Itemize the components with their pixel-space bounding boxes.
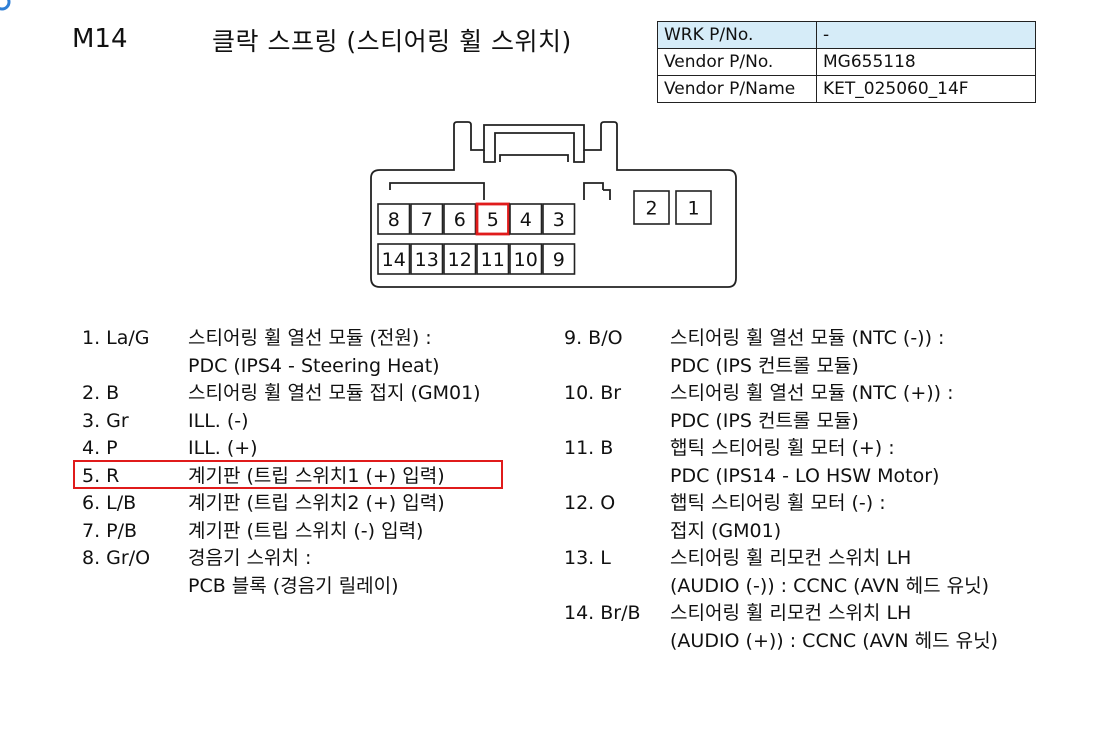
pin-number: 9 (553, 249, 565, 271)
info-key: Vendor P/Name (657, 75, 817, 103)
pin-id: 12. O (564, 492, 616, 514)
pin-cell-box (476, 243, 510, 275)
pin-cell-box (377, 243, 411, 275)
pin-number: 10 (514, 249, 538, 271)
pin-id: 10. Br (564, 382, 622, 404)
pin-description-line: 접지 (GM01) (670, 519, 782, 542)
pin-description-line: PCB 블록 (경음기 릴레이) (188, 574, 399, 597)
pin-cell-3: 3 (542, 203, 576, 235)
pin-id: 11. B (564, 437, 614, 459)
pin-id: 4. P (82, 437, 118, 459)
pin-cell-1: 1 (675, 190, 712, 225)
pin-description-line: (AUDIO (+)) : CCNC (AVN 헤드 유닛) (670, 629, 999, 652)
pin-description-line: 햅틱 스티어링 휠 모터 (-) : (670, 492, 886, 514)
pin-cell-box (509, 243, 543, 275)
pin-id: 8. Gr/O (82, 547, 151, 569)
pin-cell-box (633, 190, 670, 225)
pin-number: 6 (454, 209, 466, 231)
pin-description-line: 스티어링 휠 열선 모듈 (NTC (-)) : (670, 327, 945, 349)
pin-description-line: 경음기 스위치 : (188, 547, 312, 569)
pin-cell-7: 7 (410, 203, 444, 235)
pin-cell-box (542, 243, 576, 275)
pin-number: 3 (553, 209, 565, 231)
pin-cell-9: 9 (542, 243, 576, 275)
pin-description-line: ILL. (-) (188, 409, 249, 432)
pin-number: 1 (687, 198, 699, 220)
pin-id: 1. La/G (82, 327, 150, 349)
pin-id: 6. L/B (82, 492, 137, 514)
pin-id: 14. Br/B (564, 602, 641, 624)
pin-description-line: PDC (IPS 컨트롤 모듈) (670, 409, 859, 432)
pin-number: 8 (388, 209, 400, 231)
pin-cell-box (509, 203, 543, 235)
info-row-wrk: WRK P/No. - (657, 21, 1036, 49)
pin-number: 2 (645, 198, 657, 220)
pin-description-line: 스티어링 휠 리모컨 스위치 LH (670, 602, 912, 624)
pin-description-line: (AUDIO (-)) : CCNC (AVN 헤드 유닛) (670, 574, 989, 597)
connector-title: 클락 스프링 (스티어링 휠 스위치) (212, 27, 572, 56)
pin-cell-13: 13 (410, 243, 444, 275)
pin-cell-5: 5 (475, 202, 510, 236)
pin-cell-14: 14 (377, 243, 411, 275)
pin-cell-11: 11 (476, 243, 510, 275)
pin-cell-box (377, 203, 411, 235)
pin-description-line: 스티어링 휠 리모컨 스위치 LH (670, 547, 912, 569)
pin-number: 4 (520, 209, 532, 231)
info-value: - (816, 21, 1036, 49)
pin-description-line: 계기판 (트립 스위치2 (+) 입력) (188, 492, 445, 514)
info-key: Vendor P/No. (657, 48, 817, 76)
pin-cell-box (475, 202, 510, 236)
pin-description-line: PDC (IPS 컨트롤 모듈) (670, 354, 859, 377)
connector-code: M14 (72, 24, 128, 54)
pin-cell-box (410, 243, 444, 275)
info-value: KET_025060_14F (816, 75, 1036, 103)
highlighted-pin-box (73, 460, 503, 489)
corner-mark-icon (0, 0, 11, 11)
pin-number: 14 (382, 249, 406, 271)
pin-id: 13. L (564, 547, 611, 569)
pin-description-line: PDC (IPS4 - Steering Heat) (188, 354, 440, 377)
pin-description-line: 햅틱 스티어링 휠 모터 (+) : (670, 437, 895, 459)
pin-id: 2. B (82, 382, 120, 404)
pin-description-line: 스티어링 휠 열선 모듈 접지 (GM01) (188, 382, 481, 404)
info-row-vendor-pname: Vendor P/Name KET_025060_14F (657, 75, 1036, 103)
pin-cell-8: 8 (377, 203, 411, 235)
info-key: WRK P/No. (657, 21, 817, 49)
pin-cell-6: 6 (443, 203, 477, 235)
part-info-table: WRK P/No. - Vendor P/No. MG655118 Vendor… (657, 21, 1036, 103)
pin-number: 11 (481, 249, 505, 271)
pin-cell-2: 2 (633, 190, 670, 225)
pin-cell-box (443, 203, 477, 235)
pin-description-line: PDC (IPS14 - LO HSW Motor) (670, 464, 940, 487)
pin-id: 7. P/B (82, 519, 138, 542)
pin-number: 7 (421, 209, 433, 231)
pin-id: 3. Gr (82, 409, 129, 432)
pin-cell-box (542, 203, 576, 235)
pin-number: 5 (487, 209, 499, 231)
pin-description-line: 계기판 (트립 스위치 (-) 입력) (188, 519, 424, 542)
pin-cell-10: 10 (509, 243, 543, 275)
pin-cell-4: 4 (509, 203, 543, 235)
pin-description-line: 스티어링 휠 열선 모듈 (전원) : (188, 327, 432, 349)
pin-cell-box (410, 203, 444, 235)
pin-cell-12: 12 (443, 243, 477, 275)
pin-description-line: 계기판 (트립 스위치1 (+) 입력) (188, 464, 445, 487)
pin-cell-box (443, 243, 477, 275)
pin-number: 13 (415, 249, 439, 271)
pin-id: 5. R (82, 464, 120, 487)
pin-number: 12 (448, 249, 472, 271)
pin-id: 9. B/O (564, 327, 623, 349)
pin-cell-box (675, 190, 712, 225)
pin-description-line: ILL. (+) (188, 437, 258, 459)
pin-description-line: 스티어링 휠 열선 모듈 (NTC (+)) : (670, 382, 954, 404)
connector-housing (370, 121, 737, 288)
